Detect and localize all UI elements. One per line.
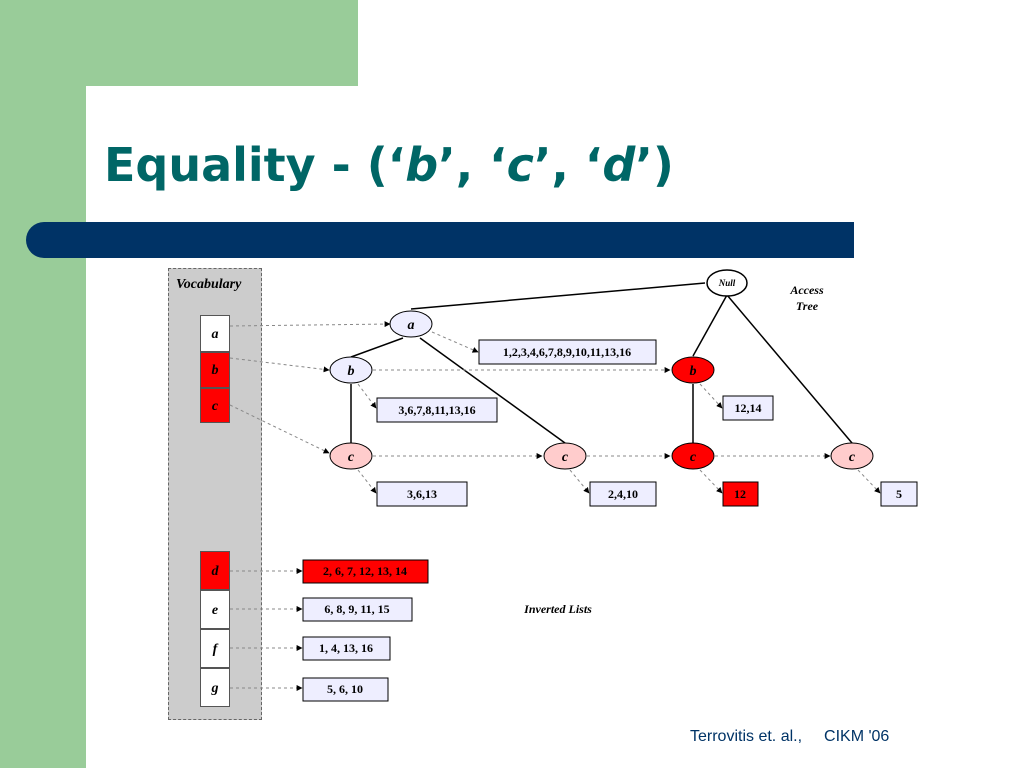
inverted-lists-label: Inverted Lists <box>523 602 592 616</box>
vocab-item-b: b <box>200 352 230 388</box>
access-tree-label-line2: Tree <box>796 299 819 313</box>
tree-node-c2 <box>543 442 587 470</box>
tree-list-c3 <box>722 481 759 507</box>
tree-node-b2 <box>671 356 715 384</box>
tree-list-b <box>376 397 498 423</box>
tree-node-a <box>389 310 433 338</box>
tree-list-a-text: 1,2,3,4,6,7,8,9,10,11,13,16 <box>503 345 631 359</box>
vocab-item-c: c <box>200 388 230 423</box>
vocab-item-g: g <box>200 668 230 707</box>
vocabulary-label: Vocabulary <box>176 277 242 292</box>
tree-node-b2-label: b <box>690 364 697 379</box>
tree-node-c4 <box>830 442 874 470</box>
tree-list-b2-text: 12,14 <box>735 401 762 415</box>
tree-list-b2 <box>722 395 774 421</box>
footer-citation: Terrovitis et. al., CIKM '06 <box>690 728 911 746</box>
tree-list-c2 <box>589 481 657 507</box>
tree-node-b <box>329 356 373 384</box>
tree-list-c2-text: 2,4,10 <box>608 487 638 501</box>
node-links <box>373 367 831 459</box>
tree-node-c3 <box>671 442 715 470</box>
tree-list-c1 <box>376 481 468 507</box>
tree-list-b-text: 3,6,7,8,11,13,16 <box>398 403 475 417</box>
inverted-list-e-text: 6, 8, 9, 11, 15 <box>324 602 389 616</box>
tree-edges <box>350 282 853 444</box>
tree-list-a <box>478 339 657 365</box>
footer-venue: CIKM '06 <box>824 728 890 745</box>
vocab-item-d: d <box>200 551 230 590</box>
inverted-list-d-text: 2, 6, 7, 12, 13, 14 <box>323 564 407 578</box>
inverted-list-g <box>302 677 389 702</box>
tree-list-c4-text: 5 <box>896 487 902 501</box>
tree-list-c3-text: 12 <box>734 487 746 501</box>
tree-node-c3-label: c <box>690 450 697 465</box>
tree-node-c2-label: c <box>562 450 569 465</box>
title-underline-bar <box>26 222 854 258</box>
tree-node-c4-label: c <box>849 450 856 465</box>
inverted-list-f <box>302 636 391 661</box>
accent-block-left <box>0 0 86 768</box>
tree-list-c1-text: 3,6,13 <box>407 487 437 501</box>
tree-node-a-label: a <box>408 318 415 333</box>
access-tree-label-line1: Access <box>789 283 824 297</box>
footer-authors: Terrovitis et. al., <box>690 728 803 745</box>
rounded-corner <box>86 86 206 206</box>
vocab-item-a: a <box>200 315 230 352</box>
tree-node-c1 <box>329 442 373 470</box>
inverted-list-g-text: 5, 6, 10 <box>327 682 363 696</box>
tree-node-c1-label: c <box>348 450 355 465</box>
inverted-list-f-text: 1, 4, 13, 16 <box>319 641 373 655</box>
inverted-list-d <box>302 559 429 584</box>
list-links <box>357 331 881 494</box>
vocab-item-f: f <box>200 629 230 668</box>
vocab-item-e: e <box>200 590 230 629</box>
inverted-list-e <box>302 597 413 622</box>
tree-root-node <box>706 269 748 297</box>
tree-list-c4 <box>880 481 918 507</box>
tree-node-b-label: b <box>348 364 355 379</box>
vocab-links <box>229 321 391 691</box>
tree-root-label: Null <box>718 278 736 288</box>
slide-title: Equality - (‘b’, ‘c’, ‘d’) <box>104 138 674 192</box>
